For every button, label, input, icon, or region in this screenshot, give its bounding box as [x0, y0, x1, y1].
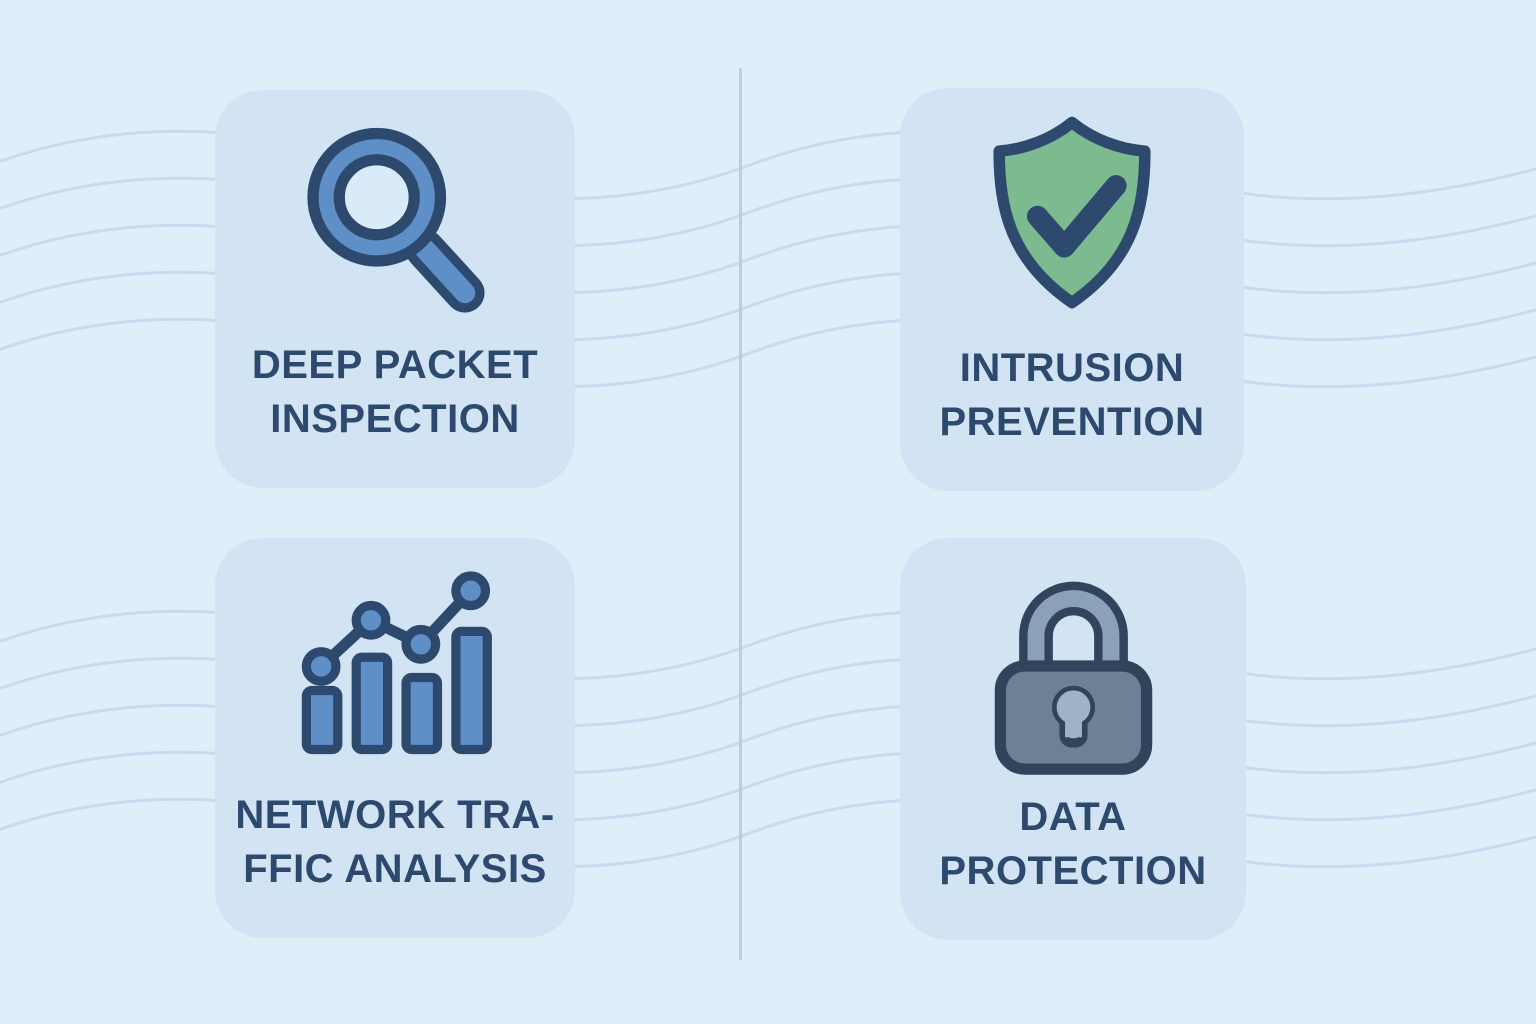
card-intrusion-prevention: INTRUSION PREVENTION: [900, 88, 1244, 491]
card-deep-packet-inspection: DEEP PACKET INSPECTION: [215, 90, 575, 488]
shield-check-icon: [957, 88, 1187, 341]
card-label-network-traffic-analysis: NETWORK TRA- FFIC ANALYSIS: [235, 793, 555, 891]
center-divider: [739, 68, 742, 960]
card-data-protection: DATA PROTECTION: [900, 538, 1246, 940]
card-label-data-protection: DATA PROTECTION: [939, 795, 1207, 893]
card-label-deep-packet-inspection: DEEP PACKET INSPECTION: [251, 343, 539, 441]
magnifier-icon: [283, 90, 508, 338]
card-network-traffic-analysis: NETWORK TRA- FFIC ANALYSIS: [215, 538, 575, 938]
padlock-icon: [961, 538, 1186, 790]
bar-chart-icon: [275, 538, 515, 788]
card-label-intrusion-prevention: INTRUSION PREVENTION: [939, 346, 1205, 444]
